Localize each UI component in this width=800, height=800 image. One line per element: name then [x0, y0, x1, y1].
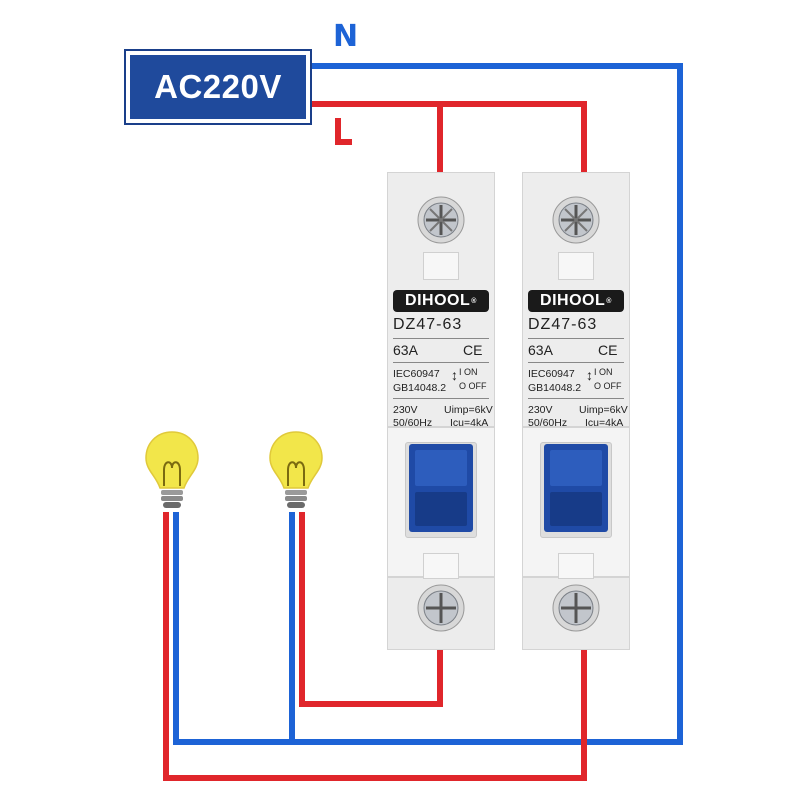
live-wire-l-marker	[335, 118, 352, 145]
icu-label: Icu=4kA	[450, 417, 489, 429]
terminal-screw-icon	[417, 196, 465, 244]
frequency-label: 50/60Hz	[528, 417, 568, 429]
divider	[528, 338, 624, 339]
circuit-breaker-2: DIHOOL® DZ47-63 63A CE IEC60947 GB14048.…	[522, 172, 630, 650]
uimp-label: Uimp=6kV	[579, 404, 628, 416]
divider	[528, 398, 624, 399]
ce-mark: CE	[463, 342, 483, 358]
breaker-neck-bottom	[558, 553, 594, 579]
breaker-neck-bottom	[423, 553, 459, 579]
live-wire-breaker1-out	[299, 512, 443, 707]
switch-on-label: I ON	[594, 367, 613, 377]
model-label: DZ47-63	[528, 316, 598, 333]
icu-label: Icu=4kA	[585, 417, 624, 429]
divider	[393, 398, 489, 399]
power-source-label: AC220V	[130, 55, 306, 119]
model-label: DZ47-63	[393, 316, 463, 333]
rating-label: 63A	[528, 342, 553, 358]
voltage-label: 230V	[393, 404, 418, 416]
brand-label: DIHOOL®	[528, 290, 624, 312]
voltage-label: 230V	[528, 404, 553, 416]
ce-mark: CE	[598, 342, 618, 358]
live-wire-breaker2-out	[163, 512, 587, 781]
standard-label: IEC60947	[528, 368, 575, 380]
breaker-neck-top	[558, 252, 594, 280]
switch-off-label: O OFF	[594, 381, 622, 391]
standard-label: GB14048.2	[528, 382, 582, 394]
terminal-screw-icon	[552, 584, 600, 632]
neutral-label: N	[333, 19, 359, 54]
divider	[393, 362, 489, 363]
uimp-label: Uimp=6kV	[444, 404, 493, 416]
light-bulb-icon	[145, 431, 199, 508]
breaker-neck-top	[423, 252, 459, 280]
divider	[393, 338, 489, 339]
standard-label: IEC60947	[393, 368, 440, 380]
breaker-toggle-handle[interactable]	[409, 444, 473, 532]
frequency-label: 50/60Hz	[393, 417, 433, 429]
standard-label: GB14048.2	[393, 382, 447, 394]
switch-direction-icon: ↕	[586, 367, 593, 383]
switch-direction-icon: ↕	[451, 367, 458, 383]
divider	[528, 362, 624, 363]
circuit-breaker-1: DIHOOL® DZ47-63 63A CE IEC60947 GB14048.…	[387, 172, 495, 650]
switch-off-label: O OFF	[459, 381, 487, 391]
terminal-screw-icon	[417, 584, 465, 632]
switch-on-label: I ON	[459, 367, 478, 377]
live-wire-main	[312, 101, 587, 174]
rating-label: 63A	[393, 342, 418, 358]
breaker-toggle-handle[interactable]	[544, 444, 608, 532]
brand-label: DIHOOL®	[393, 290, 489, 312]
neutral-wire-main	[173, 63, 683, 745]
light-bulb-icon	[269, 431, 323, 508]
terminal-screw-icon	[552, 196, 600, 244]
power-source: AC220V	[124, 49, 312, 125]
